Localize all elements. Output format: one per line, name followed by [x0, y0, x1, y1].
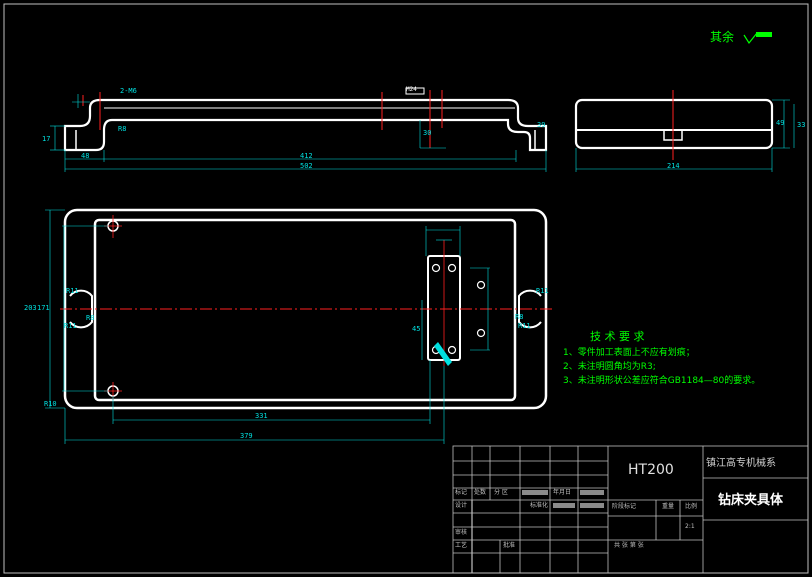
dim-side-214: 214	[667, 162, 680, 170]
tb-approve: 批准	[503, 542, 516, 549]
dim-front-2m6: 2-M6	[120, 87, 137, 95]
dim-front-30: 30	[423, 129, 432, 137]
dim-plan-r11-c: R11	[536, 287, 549, 295]
dim-plan-45: 45	[412, 325, 421, 333]
tb-design: 设计	[455, 502, 468, 509]
dim-front-17: 17	[42, 135, 51, 143]
dim-plan-r11-d: R11	[518, 322, 531, 330]
tb-date-col: 年月日	[553, 489, 572, 496]
dim-plan-r8-a: R8	[86, 314, 95, 322]
tb-sheets: 共 张 第 张	[614, 542, 644, 549]
plan-view	[60, 208, 552, 410]
dim-plan-r11-b: R11	[64, 322, 77, 330]
dim-side-49: 49	[776, 119, 785, 127]
material-label: HT200	[628, 462, 674, 478]
tb-count: 处数	[474, 489, 487, 496]
tb-review: 审核	[455, 529, 468, 536]
institution-label: 镇江高专机械系	[706, 458, 776, 469]
dim-plan-r10: R10	[44, 400, 57, 408]
front-view	[63, 98, 548, 152]
plan-inner-outline	[93, 218, 517, 402]
dim-plan-379: 379	[240, 432, 253, 440]
front-view-dimensions	[50, 120, 547, 172]
front-view-features	[72, 87, 443, 148]
roughness-note: 其余	[710, 30, 735, 44]
tb-mark: 标记	[455, 489, 468, 496]
tb-zone: 分 区	[494, 489, 508, 496]
dim-plan-171: 171	[37, 304, 50, 312]
roughness-symbol	[743, 32, 772, 45]
tb-process: 工艺	[455, 542, 468, 549]
dim-front-r8: R8	[118, 125, 127, 133]
tb-weight: 重量	[662, 503, 675, 510]
tech-requirement-3: 3、未注明形状公差应符合GB1184—80的要求。	[563, 376, 761, 386]
dim-front-412: 412	[300, 152, 313, 160]
tb-scale: 比例	[685, 503, 698, 510]
dim-front-m24: M24	[406, 86, 417, 93]
side-view	[574, 90, 795, 172]
tech-requirement-2: 2、未注明圆角均为R3;	[563, 362, 656, 372]
dim-plan-203: 203	[24, 304, 37, 312]
scale-value: 2:1	[685, 523, 695, 530]
tech-requirements-title: 技 术 要 求	[590, 330, 645, 343]
dim-plan-r11-a: R11	[66, 287, 79, 295]
title-block-fills	[522, 490, 604, 508]
dim-plan-r8-b: R8	[515, 313, 524, 321]
dim-plan-331: 331	[255, 412, 268, 420]
title-block	[452, 445, 809, 574]
dim-front-48: 48	[81, 152, 90, 160]
tb-stage-mark: 阶段标记	[612, 503, 637, 510]
tb-standardize: 标准化	[530, 502, 549, 509]
drawing-frame	[3, 3, 809, 574]
tech-requirement-1: 1、零件加工表面上不应有划痕；	[563, 348, 695, 358]
dim-front-502: 502	[300, 162, 313, 170]
drawing-name: 钻床夹具体	[718, 493, 784, 508]
plan-view-dimensions	[45, 209, 490, 444]
dim-side-33: 33	[797, 121, 806, 129]
dim-front-39: 39	[537, 121, 546, 129]
